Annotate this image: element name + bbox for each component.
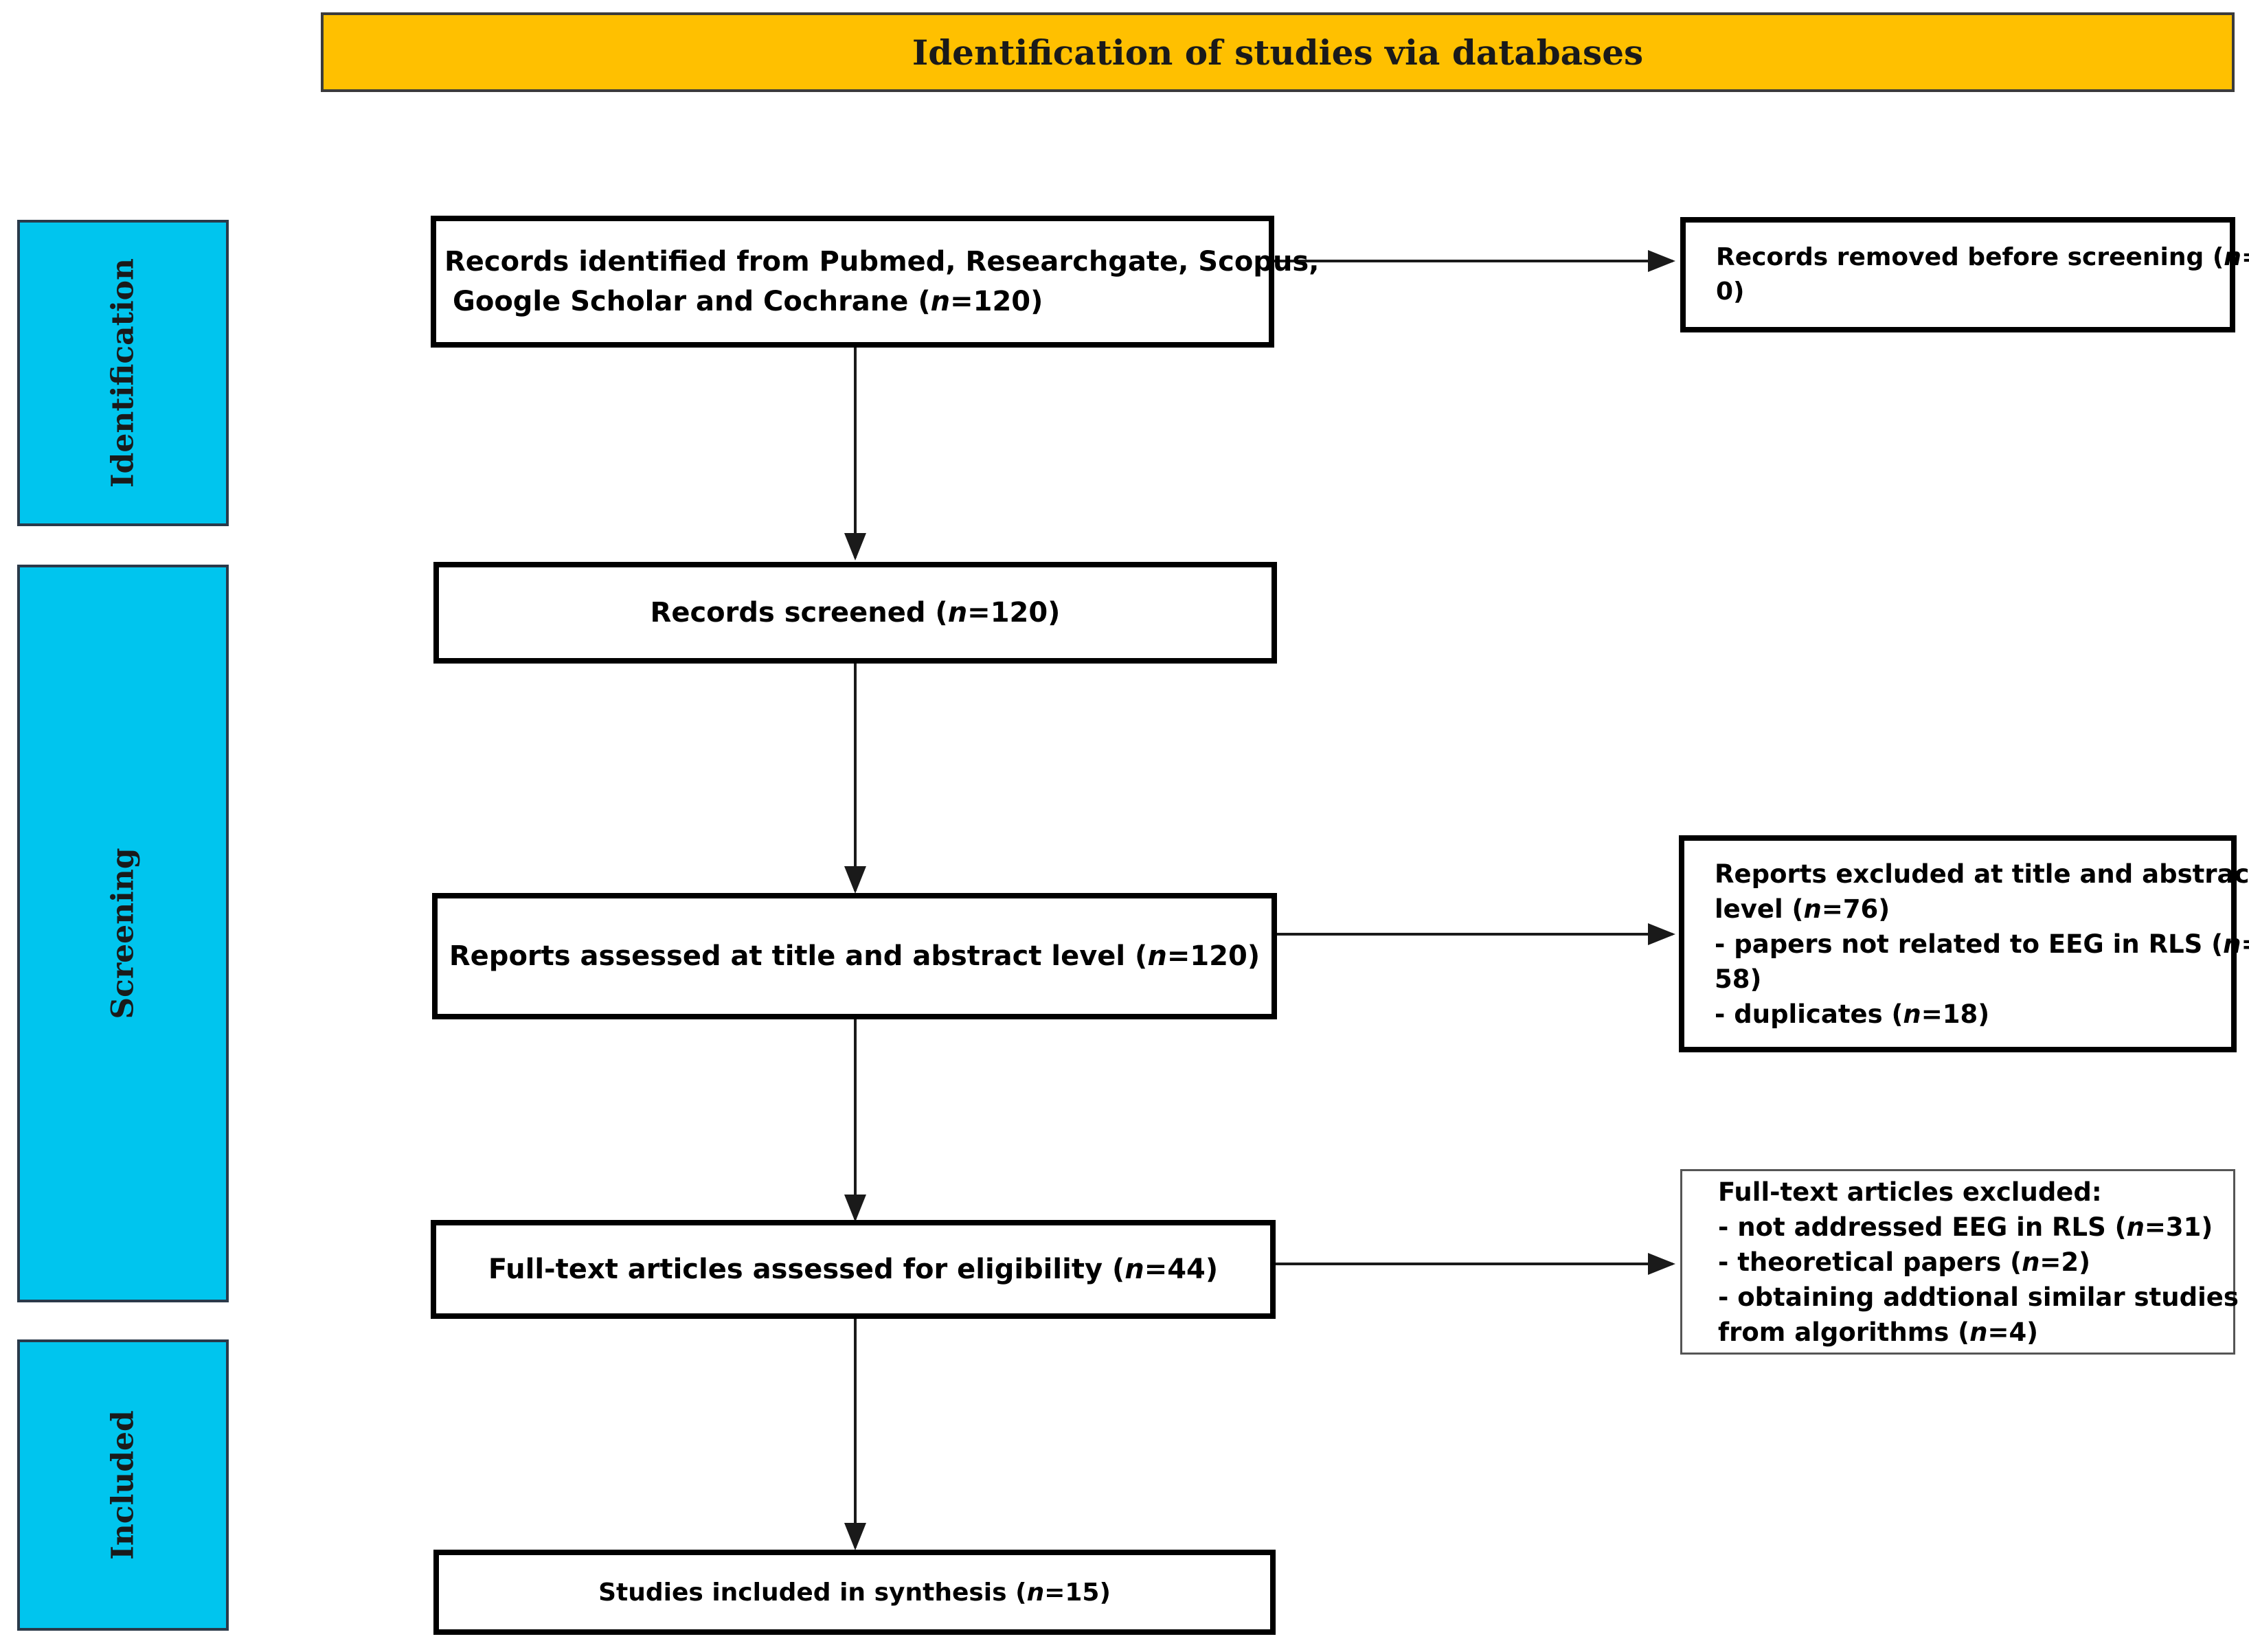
fulltext-assessed-box: Full-text articles assessed for eligibil… xyxy=(431,1220,1276,1319)
fulltext-excluded-box: Full-text articles excluded: - not addre… xyxy=(1680,1169,2239,1355)
records-removed-line1: Records removed before screening (n= xyxy=(1716,243,2249,271)
reports-assessed-label: Reports assessed at title and abstract l… xyxy=(449,940,1261,972)
records-screened-label: Records screened (n=120) xyxy=(650,597,1061,629)
reports-excluded-line2: level (n=76) xyxy=(1715,894,1890,924)
stage-included: Included xyxy=(17,1339,229,1631)
header-banner: Identification of studies via databases xyxy=(321,12,2235,92)
records-removed-line2: 0) xyxy=(1716,278,1745,306)
fulltext-excluded-line3: - theoretical papers (n=2) xyxy=(1718,1247,2091,1277)
records-removed-box: Records removed before screening (n= 0) xyxy=(1680,217,2249,332)
studies-included-box: Studies included in synthesis (n=15) xyxy=(433,1550,1276,1635)
reports-excluded-line4: 58) xyxy=(1715,964,1762,994)
records-identified-line2: Google Scholar and Cochrane (n=120) xyxy=(453,286,1043,317)
fulltext-excluded-line1: Full-text articles excluded: xyxy=(1718,1177,2102,1207)
stage-screening: Screening xyxy=(17,565,229,1302)
records-identified-box: Records identified from Pubmed, Research… xyxy=(431,216,1320,348)
reports-excluded-line5: - duplicates (n=18) xyxy=(1715,999,1990,1029)
reports-assessed-box: Reports assessed at title and abstract l… xyxy=(432,893,1277,1019)
reports-excluded-line1: Reports excluded at title and abstract xyxy=(1715,859,2249,889)
records-identified-line1: Records identified from Pubmed, Research… xyxy=(444,246,1320,278)
reports-excluded-box: Reports excluded at title and abstract l… xyxy=(1679,835,2249,1052)
records-screened-box: Records screened (n=120) xyxy=(433,562,1277,664)
fulltext-excluded-line4: - obtaining addtional similar studies xyxy=(1718,1282,2239,1312)
fulltext-excluded-line5: from algorithms (n=4) xyxy=(1718,1317,2039,1347)
fulltext-assessed-label: Full-text articles assessed for eligibil… xyxy=(488,1254,1219,1285)
reports-excluded-line3: - papers not related to EEG in RLS (n= xyxy=(1715,929,2249,959)
fulltext-excluded-line2: - not addressed EEG in RLS (n=31) xyxy=(1718,1212,2213,1242)
stage-identification: Identification xyxy=(17,220,229,526)
studies-included-label: Studies included in synthesis (n=15) xyxy=(598,1578,1111,1607)
header-title: Identification of studies via databases xyxy=(912,32,1644,73)
